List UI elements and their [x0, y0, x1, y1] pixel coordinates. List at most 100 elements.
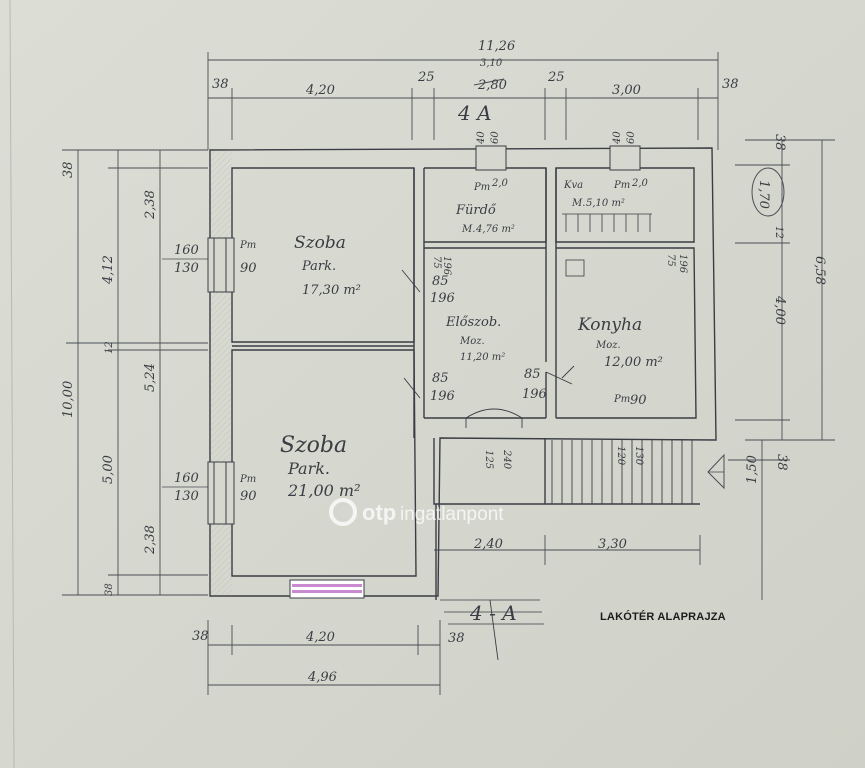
room-konyha-area: 12,00 m² [604, 355, 663, 370]
room-kamra-window-top-2: 60 [626, 131, 637, 144]
dim-top-room-left: 4,20 [305, 83, 335, 98]
dim-top-partition-right: 25 [547, 70, 565, 85]
watermark-suffix: ingatlanpont [400, 504, 504, 525]
dim-left-middle: 5,24 [143, 363, 158, 392]
room-szoba-lower-area: 21,00 m² [287, 481, 360, 500]
room-kamra-window-val: 2,0 [631, 178, 649, 189]
windows-left [207, 237, 235, 525]
room-eloszoba-door-top-1: 85 [432, 274, 449, 289]
room-kamra-window-top-1: 40 [612, 131, 623, 145]
room-konyha-window-code: Pm [613, 394, 630, 405]
room-furdo-window-val: 2,0 [491, 178, 509, 189]
window-lower-height-2: 130 [174, 489, 199, 504]
room-szoba-upper-floor: Park. [301, 259, 336, 274]
dim-bottom-wall-right: 38 [448, 631, 465, 646]
dim-right-main: 4,00 [772, 295, 787, 325]
entrance-stairs [440, 440, 693, 661]
dim-left-top-section: 4,12 [101, 255, 116, 285]
room-furdo-area: 4,76 m² [475, 224, 515, 235]
room-szoba-lower-window-code: Pm [239, 474, 256, 485]
window-upper-height-2: 130 [174, 261, 199, 276]
dim-top-partition-left: 25 [417, 70, 435, 85]
room-konyha-name: Konyha [577, 315, 642, 335]
room-furdo-window-top-1: 40 [476, 131, 487, 145]
dim-terrace-left: 2,40 [473, 537, 503, 552]
window-lower-height-1: 160 [174, 471, 199, 486]
dim-left-wall-bottom: 38 [104, 583, 115, 596]
watermark: otp ingatlanpont [329, 498, 504, 526]
left-dimension-lines [62, 149, 208, 596]
room-kamra-area: 5,10 m² [586, 198, 625, 209]
dim-top-room-right: 3,00 [612, 83, 641, 98]
dim-left-wall-top: 38 [61, 161, 76, 178]
terrace-right-dim-2: 130 [633, 446, 644, 466]
dim-top-crossed: 2,80 [477, 78, 507, 93]
room-eloszoba-door-br-1: 85 [524, 367, 541, 382]
dim-top-total-alt: 3,10 [480, 58, 503, 69]
room-szoba-upper-window-code: Pm [239, 240, 256, 251]
room-kamra-floor: M. [571, 198, 585, 209]
window-bottom-highlight [289, 579, 365, 599]
bottom-dimension-lines [207, 535, 701, 695]
room-furdo-door-2: 196 [441, 256, 452, 276]
dim-left-upper-inner: 2,38 [143, 190, 158, 220]
dim-left-partition: 12 [104, 341, 115, 354]
room-eloszoba-door-bl-1: 85 [432, 371, 449, 386]
room-szoba-lower-floor: Park. [287, 459, 330, 478]
dim-terrace-right: 3,30 [598, 537, 627, 552]
dim-left-bottom-section: 5,00 [101, 455, 116, 484]
terrace-right-dim-1: 120 [615, 446, 626, 466]
room-konyha-floor: Moz. [595, 340, 621, 351]
right-dimension-lines [728, 139, 835, 600]
dim-top-wall-left: 38 [212, 77, 229, 92]
windows-top [475, 145, 641, 171]
room-kamra-name: Kva [563, 180, 583, 191]
watermark-brand: otp [362, 500, 396, 525]
window-upper-height-1: 160 [174, 243, 199, 258]
entrance-arrow-icon [707, 453, 725, 490]
dim-bottom-room: 4,20 [305, 630, 335, 645]
room-kamra-window-code: Pm [613, 180, 630, 191]
crossout-line [473, 78, 505, 86]
room-eloszoba-name: Előszob. [445, 315, 501, 330]
dim-right-top-wall: 38 [772, 134, 787, 151]
room-furdo-floor: M. [461, 224, 475, 235]
plan-title-label: LAKÓTÉR ALAPRAJZA [600, 611, 726, 623]
terrace-left-dim-1: 125 [483, 450, 494, 469]
dim-right-step: 1,50 [745, 455, 760, 484]
room-szoba-lower-window-val: 90 [240, 489, 257, 504]
room-eloszoba-door-bl-2: 196 [430, 389, 455, 404]
room-szoba-upper-name: Szoba [294, 233, 346, 253]
dim-right-partition: 12 [773, 226, 784, 239]
door-swings [401, 259, 585, 428]
room-furdo-name: Fürdő [455, 203, 497, 218]
dim-left-lower-inner: 2,38 [143, 525, 158, 555]
circled-dim-outline [751, 167, 785, 217]
room-eloszoba-door-br-2: 196 [522, 387, 547, 402]
dim-right-bottom-wall: 38 [774, 454, 789, 471]
room-eloszoba-door-top-2: 196 [430, 291, 455, 306]
paper-fold [9, 0, 15, 768]
room-konyha-window-val: 90 [630, 393, 647, 408]
dim-bottom-total: 4,96 [307, 670, 337, 685]
room-eloszoba-area: 11,20 m² [460, 352, 505, 363]
room-konyha-door-2: 196 [677, 254, 688, 274]
room-konyha-door-1: 75 [665, 254, 676, 267]
watermark-logo-icon [329, 498, 357, 526]
dim-bottom-wall-left: 38 [192, 629, 209, 644]
room-szoba-lower-name: Szoba [280, 433, 347, 458]
room-szoba-upper-area: 17,30 m² [302, 283, 361, 298]
terrace-left-dim-2: 240 [501, 449, 512, 470]
room-furdo-door-1: 75 [431, 256, 442, 269]
room-furdo-window-top-2: 60 [490, 131, 501, 144]
top-dimension-lines [207, 52, 719, 150]
kamra-stairs [562, 213, 652, 232]
dim-top-total: 11,26 [478, 39, 515, 54]
section-mark-top: 4 A [457, 101, 492, 125]
dim-top-wall-right: 38 [722, 77, 739, 92]
dim-right-circled: 1,70 [756, 180, 771, 209]
room-eloszoba-floor: Moz. [459, 336, 485, 347]
dim-right-total: 6,58 [812, 256, 827, 285]
